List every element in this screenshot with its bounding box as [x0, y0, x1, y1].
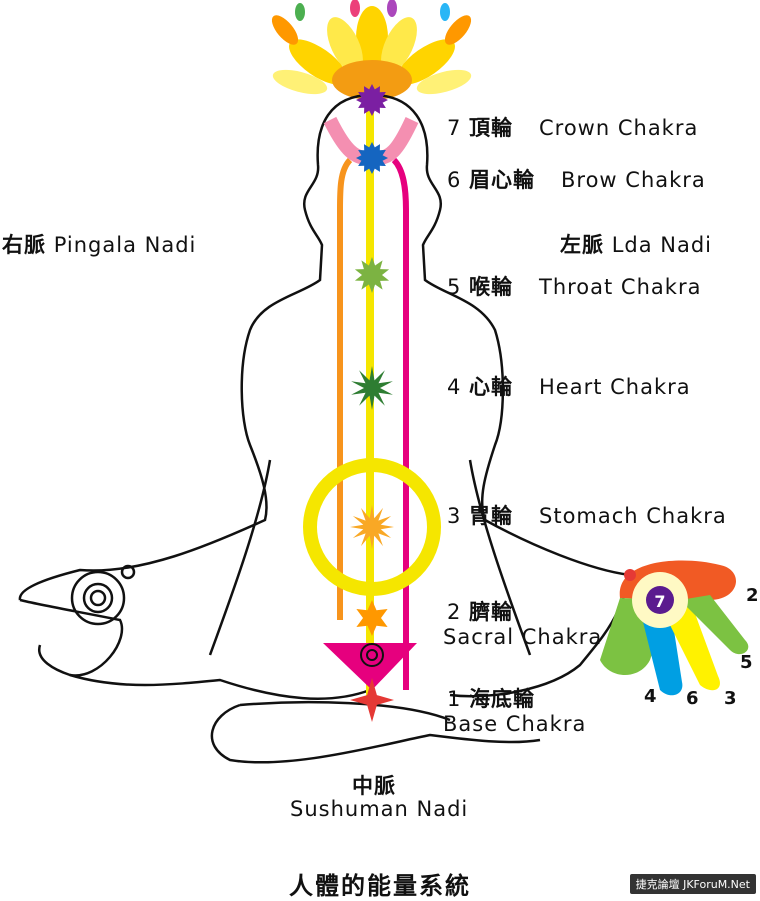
body-outline: [18, 93, 632, 764]
chakra-mark-6: [356, 142, 388, 174]
chakra-mark-1: [350, 678, 394, 722]
chakra-mark-7: [356, 84, 388, 116]
nadi-central-en: Sushuman Nadi: [290, 797, 469, 821]
hand-badge-number: 7: [654, 592, 665, 611]
watermark: 捷克論壇 JKForuM.Net: [629, 874, 756, 894]
nadi-channels: [323, 100, 419, 700]
right-hand: 7: [600, 560, 749, 696]
hand-finger-number: 6: [686, 688, 699, 709]
hand-crown-badge: [646, 586, 674, 614]
hand-finger-number: 4: [644, 686, 657, 707]
left-hand-symbol: [70, 564, 136, 626]
chakra-mark-4: [351, 366, 393, 410]
stomach-ring: [303, 458, 441, 596]
sacral-spiral: [360, 643, 384, 667]
hand-finger-number: 3: [724, 688, 737, 709]
chakra-marks: [350, 84, 394, 722]
chakra-label-1-en: Base Chakra: [443, 712, 587, 736]
hand-red-dot: [624, 569, 636, 581]
nadi-central-cn: 中脈: [352, 774, 396, 798]
lotus-crown: [271, 0, 472, 100]
chakra-mark-2: [356, 600, 388, 636]
chakra-mark-5: [354, 257, 390, 293]
nadi-left-label: 左脈 Lda Nadi: [560, 233, 713, 257]
chakra-mark-3: [350, 505, 394, 549]
chakra-label-2-en: Sacral Chakra: [443, 625, 603, 649]
nadi-right-label: 右脈 Pingala Nadi: [2, 233, 197, 257]
hand-finger-number: 2: [746, 585, 759, 606]
hand-finger-number: 5: [740, 652, 753, 673]
page-title: 人體的能量系統: [289, 872, 471, 900]
